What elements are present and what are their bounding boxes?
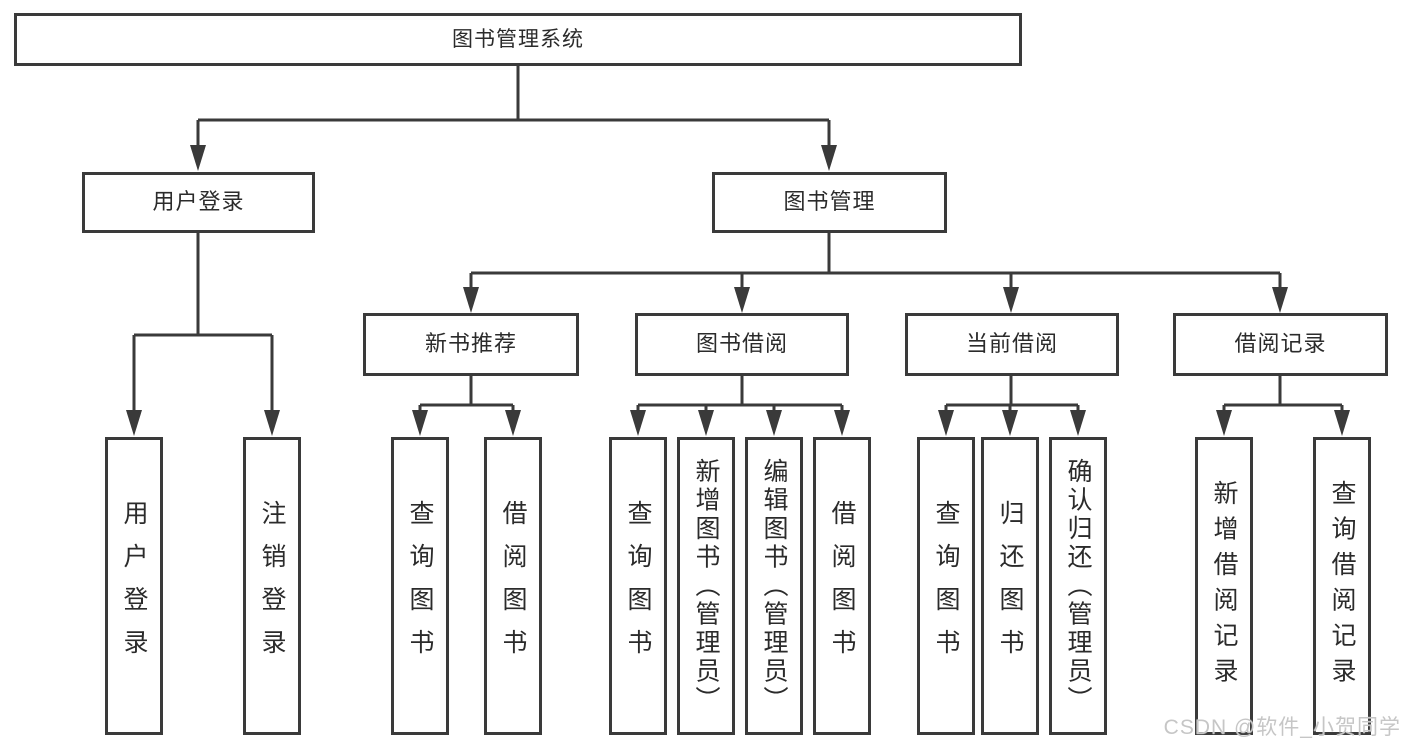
leaf-add-borrow-record: 新增借阅记录 [1195, 437, 1253, 735]
leaf-query-books-borrow: 查询图书 [609, 437, 667, 735]
node-book-borrow: 图书借阅 [635, 313, 849, 376]
leaf-return-books: 归还图书 [981, 437, 1039, 735]
leaf-confirm-return-admin: 确认归还（管理员） [1049, 437, 1107, 735]
leaf-edit-books-admin: 编辑图书（管理员） [745, 437, 803, 735]
leaf-add-books-admin: 新增图书（管理员） [677, 437, 735, 735]
node-new-book-recommend: 新书推荐 [363, 313, 579, 376]
csdn-watermark: CSDN @软件_小贺同学 [1163, 716, 1401, 739]
node-book-management: 图书管理 [712, 172, 947, 233]
node-borrow-record: 借阅记录 [1173, 313, 1388, 376]
leaf-logout: 注销登录 [243, 437, 301, 735]
leaf-borrow-books-recommend: 借阅图书 [484, 437, 542, 735]
node-user-login: 用户登录 [82, 172, 315, 233]
leaf-query-books-current: 查询图书 [917, 437, 975, 735]
leaf-query-borrow-record: 查询借阅记录 [1313, 437, 1371, 735]
node-current-borrow: 当前借阅 [905, 313, 1119, 376]
leaf-user-login: 用户登录 [105, 437, 163, 735]
node-library-system: 图书管理系统 [14, 13, 1022, 66]
leaf-borrow-books: 借阅图书 [813, 437, 871, 735]
leaf-query-books-recommend: 查询图书 [391, 437, 449, 735]
